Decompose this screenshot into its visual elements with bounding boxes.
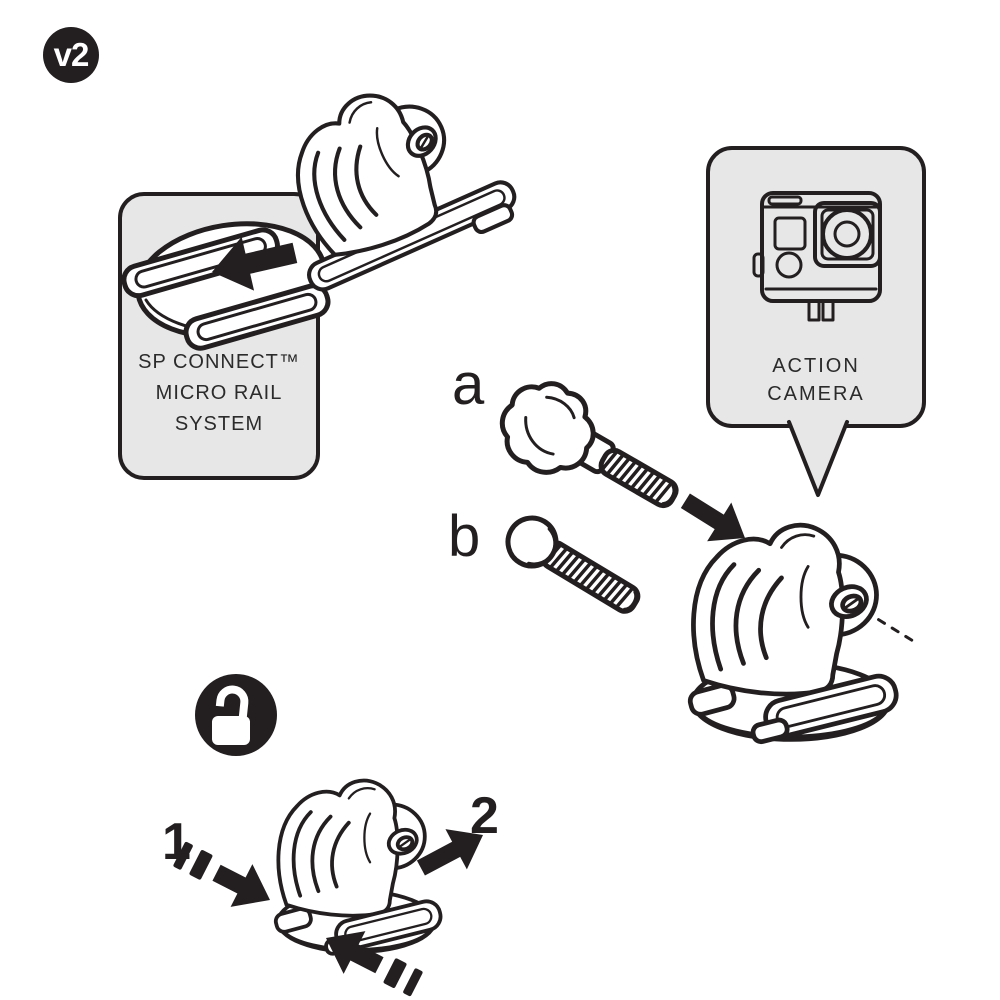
micro-rail-line-1: SP CONNECT™: [138, 351, 300, 373]
micro-rail-line-3: SYSTEM: [174, 413, 264, 435]
adapter-illustration-right: [688, 525, 900, 743]
thumb-screw-illustration: [499, 381, 679, 509]
rail-right: [183, 283, 331, 351]
callout-tail: [787, 420, 849, 497]
micro-rail-line-2: MICRO RAIL: [155, 382, 283, 404]
assembly-illustration: [499, 381, 920, 800]
micro-rail-illustration: [121, 40, 517, 351]
action-camera-label: ACTION CAMERA: [706, 352, 926, 408]
sliding-mount: [250, 56, 517, 292]
micro-rail-panel-label: SP CONNECT™ MICRO RAIL SYSTEM: [118, 347, 320, 440]
bolt-label: b: [448, 504, 481, 569]
adapter-illustration-bottom: [274, 781, 443, 955]
step-1-label: 1: [162, 813, 191, 871]
action-camera-line-2: CAMERA: [767, 383, 865, 405]
action-camera-icon: [752, 191, 882, 322]
release-illustration: [168, 674, 494, 1000]
step-2-label: 2: [470, 787, 499, 845]
thumb-screw-label: a: [452, 352, 485, 417]
version-badge-label: v2: [53, 36, 90, 73]
bolt-illustration: [505, 515, 641, 614]
action-camera-line-1: ACTION: [772, 355, 860, 377]
unlock-icon: [195, 674, 277, 756]
version-badge: v2: [43, 27, 99, 83]
